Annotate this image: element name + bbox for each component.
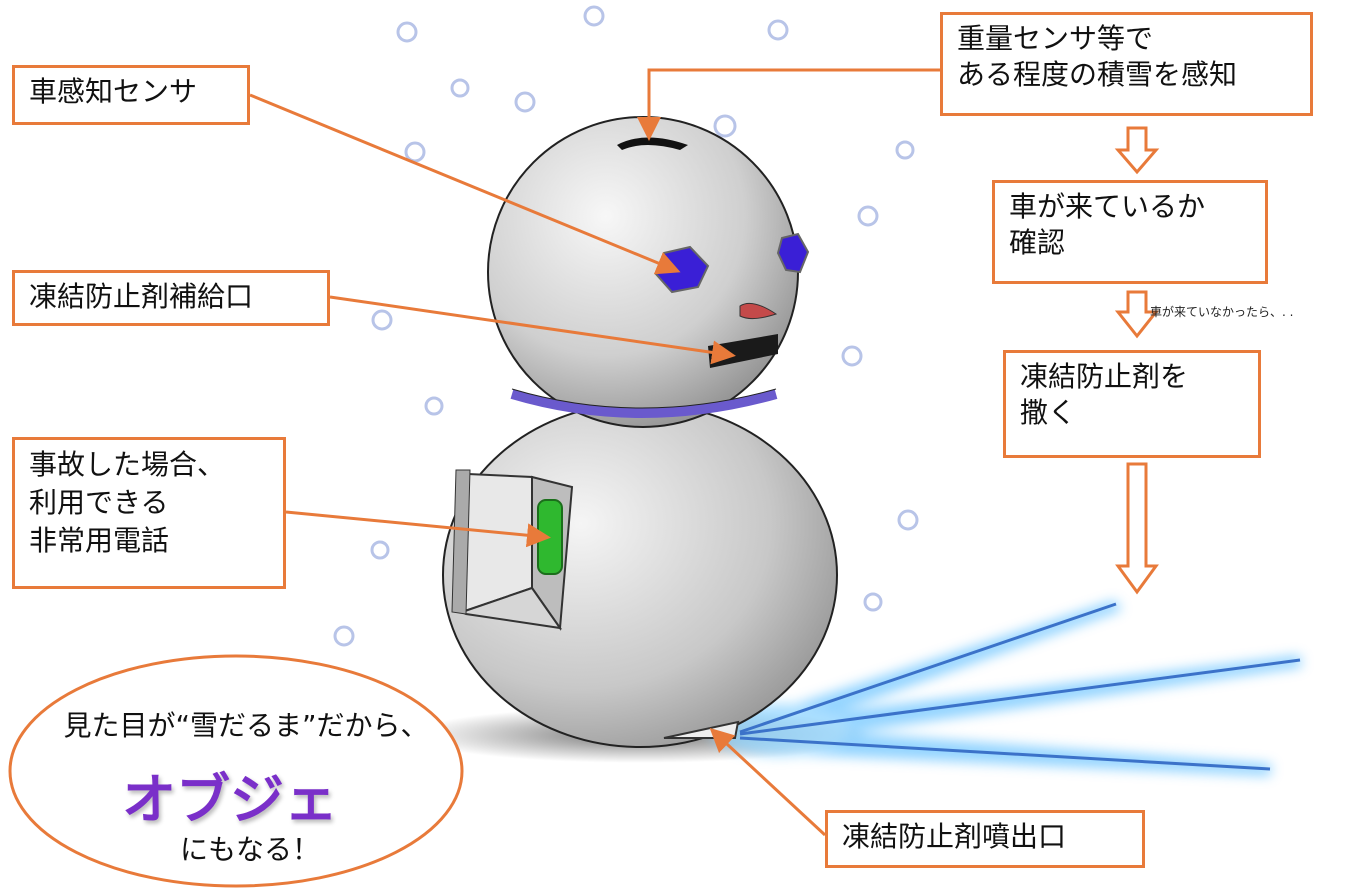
nose <box>739 302 778 320</box>
label-car-sensor: 車感知センサ <box>12 65 250 125</box>
connector-refill <box>329 295 736 365</box>
snowflake-icon <box>863 592 883 612</box>
flow-arrow-2 <box>1114 290 1160 339</box>
connector-lines <box>249 68 940 837</box>
snowflake-icon <box>713 114 737 138</box>
right-eye-sensor <box>776 232 810 274</box>
flow-arrow-1 <box>1114 126 1160 175</box>
snowflake-icon <box>450 78 470 98</box>
snowflake-icon <box>895 140 915 160</box>
label-check-car: 車が来ているか 確認 <box>992 180 1268 284</box>
snowflake-icon <box>514 91 536 113</box>
snowflake-icon <box>371 309 393 331</box>
snowman-head <box>487 116 799 428</box>
snowflake-icon <box>583 5 605 27</box>
weight-sensor-top <box>617 137 688 150</box>
oval-line-1: 見た目が“雪だるま”だから、 <box>63 709 429 742</box>
flow-arrow-3 <box>1115 462 1159 595</box>
label-weight-sensor: 重量センサ等で ある程度の積雪を感知 <box>940 12 1313 116</box>
snowflake-icon <box>370 540 390 560</box>
connector-phone <box>285 510 551 548</box>
antifreeze-spray <box>710 600 1302 776</box>
snowflake-icon <box>333 625 355 647</box>
label-nozzle: 凍結防止剤噴出口 <box>825 810 1145 868</box>
snowflake-icon <box>404 141 426 163</box>
label-spray-antifreeze: 凍結防止剤を 撒く <box>1003 350 1261 458</box>
oval-line-3: にもなる！ <box>179 833 320 866</box>
objet-oval <box>8 654 464 888</box>
connector-nozzle <box>709 727 827 837</box>
snowflake-icon <box>897 509 919 531</box>
snowflake-icon <box>396 21 418 43</box>
snowflake-icon <box>857 205 879 227</box>
snowflake-icon <box>767 19 789 41</box>
snowflake-icon <box>841 345 863 367</box>
flow-arrows <box>1114 126 1160 595</box>
connector-weight-sensor <box>637 68 940 141</box>
connector-car-sensor <box>249 93 681 275</box>
label-emergency-phone: 事故した場合、 利用できる 非常用電話 <box>12 437 286 589</box>
oval-line-2-objet: オブジェ <box>122 768 338 831</box>
snowflake-icon <box>424 396 444 416</box>
note-if-no-car: 車が来ていなかったら、. . <box>1150 305 1294 319</box>
snowman <box>442 116 838 748</box>
scarf <box>510 389 778 418</box>
label-antifreeze-refill: 凍結防止剤補給口 <box>12 270 330 326</box>
emergency-phone-compartment <box>451 469 574 631</box>
snowflakes <box>333 5 919 647</box>
